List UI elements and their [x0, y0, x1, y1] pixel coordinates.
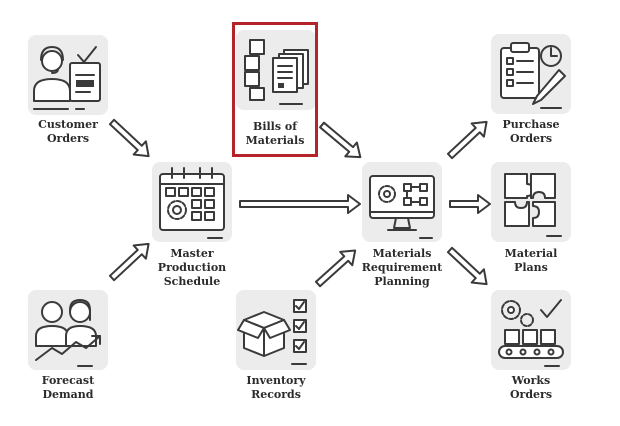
label-master-production-schedule: Master Production Schedule [157, 247, 227, 288]
boxes-document-icon [236, 30, 316, 110]
monitor-flowchart-icon [362, 162, 442, 242]
arrow-mrp-to-material-plans [449, 194, 491, 214]
conveyor-gears-icon [491, 290, 571, 370]
box-checklist-icon [236, 290, 316, 370]
label-bills-of-materials: Bills of Materials [245, 120, 305, 147]
calendar-gear-icon [152, 162, 232, 242]
puzzle-icon [491, 162, 571, 242]
label-materials-requirement-planning: Materials Requirement Planning [361, 247, 443, 288]
label-purchase-orders: Purchase Orders [502, 118, 560, 145]
label-works-orders: Works Orders [509, 374, 553, 401]
label-material-plans: Material Plans [504, 247, 558, 274]
clipboard-pen-icon [491, 34, 571, 114]
label-inventory-records: Inventory Records [246, 374, 306, 401]
customer-service-icon [28, 35, 108, 115]
arrow-mps-to-mrp [239, 194, 361, 214]
people-growth-icon [28, 290, 108, 370]
label-forecast-demand: Forecast Demand [41, 374, 95, 401]
label-customer-orders: Customer Orders [38, 118, 98, 145]
selection-highlight [232, 22, 318, 157]
